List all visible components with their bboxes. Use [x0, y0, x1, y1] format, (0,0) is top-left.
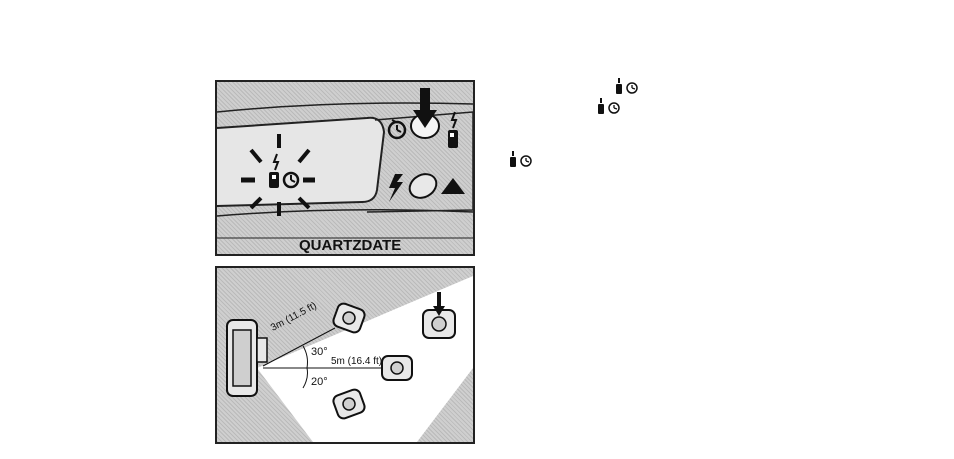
camera-top-illustration: QUARTZDATE [215, 80, 475, 256]
remote-control-icon [448, 112, 458, 148]
range-drawing [217, 268, 473, 442]
brand-label: QUARTZDATE [299, 237, 401, 254]
remote-range-diagram: 3m (11.5 ft) 5m (16.4 ft) 30° 20° [215, 266, 475, 444]
horizontal-distance-label: 5m (16.4 ft) [331, 356, 382, 367]
camera-icon [227, 320, 267, 396]
camera-top-drawing [217, 82, 473, 254]
landscape-mode-icon [441, 178, 465, 194]
self-timer-icon [389, 120, 405, 138]
flash-icon [389, 174, 403, 202]
remote-unit-icon [382, 356, 412, 380]
remote-timer-icon [614, 78, 642, 96]
shutter-button-icon [411, 88, 439, 138]
upper-angle-label: 30° [311, 346, 328, 358]
remote-timer-icon [508, 151, 536, 169]
remote-timer-icon [596, 98, 624, 116]
mode-button-icon [405, 169, 440, 202]
lower-angle-label: 20° [311, 376, 328, 388]
